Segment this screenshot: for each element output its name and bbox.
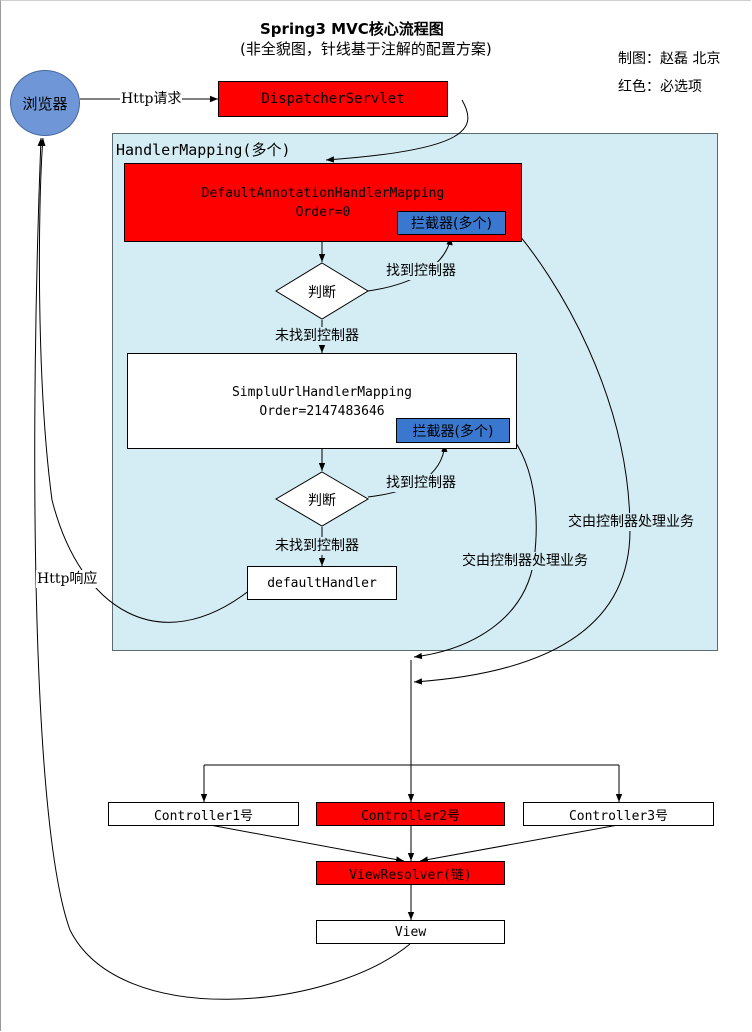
interceptor-1-box: 拦截器(多个) xyxy=(397,211,506,235)
view-resolver-box: ViewResolver(链) xyxy=(316,861,505,885)
delegate-1-label: 交由控制器处理业务 xyxy=(567,513,695,531)
edge-view-response xyxy=(34,137,411,1000)
edge-defaulthandler-response xyxy=(38,137,251,623)
not-found-1-label: 未找到控制器 xyxy=(274,327,360,345)
edge-interceptor2-delegate xyxy=(413,431,537,660)
default-annotation-mapping-order: Order=0 xyxy=(295,205,351,220)
edge-controller3-viewresolver xyxy=(419,824,619,863)
decision-1-label: 判断 xyxy=(308,285,336,301)
browser-node: 浏览器 xyxy=(10,70,80,136)
delegate-2-label: 交由控制器处理业务 xyxy=(461,552,589,570)
decision-1-shape xyxy=(275,262,369,320)
decision-2-label: 判断 xyxy=(308,493,336,509)
author-credit: 制图：赵磊 北京 xyxy=(618,51,721,67)
http-request-label: Http请求 xyxy=(120,90,183,108)
http-response-label: Http响应 xyxy=(36,570,99,588)
dispatcher-servlet-box: DispatcherServlet xyxy=(218,81,448,117)
controller-2-box: Controller2号 xyxy=(316,802,505,826)
controller-3-box: Controller3号 xyxy=(523,802,714,826)
handler-mapping-label: HandlerMapping(多个) xyxy=(116,141,291,159)
default-handler-box: defaultHandler xyxy=(247,566,397,600)
simple-url-mapping-name: SimpluUrlHandlerMapping xyxy=(231,385,412,400)
diagram-title: Spring3 MVC核心流程图 xyxy=(260,20,444,38)
color-legend: 红色：必选项 xyxy=(618,79,702,95)
found-controller-2-label: 找到控制器 xyxy=(385,474,457,492)
view-box: View xyxy=(316,920,505,944)
not-found-2-label: 未找到控制器 xyxy=(274,537,360,555)
default-annotation-mapping-box: DefaultAnnotationHandlerMapping Order=0 xyxy=(124,163,522,242)
decision-2-shape xyxy=(275,471,369,527)
edge-dispatcher-to-mapping xyxy=(325,99,469,163)
controller-1-box: Controller1号 xyxy=(108,802,299,826)
edge-controller1-viewresolver xyxy=(209,824,405,863)
default-annotation-mapping-name: DefaultAnnotationHandlerMapping xyxy=(201,186,445,201)
found-controller-1-label: 找到控制器 xyxy=(385,262,457,280)
diagram-subtitle: (非全貌图，针线基于注解的配置方案) xyxy=(240,40,492,58)
edge-interceptor1-delegate xyxy=(413,221,631,685)
simple-url-mapping-order: Order=2147483646 xyxy=(259,404,385,419)
interceptor-2-box: 拦截器(多个) xyxy=(396,418,510,443)
